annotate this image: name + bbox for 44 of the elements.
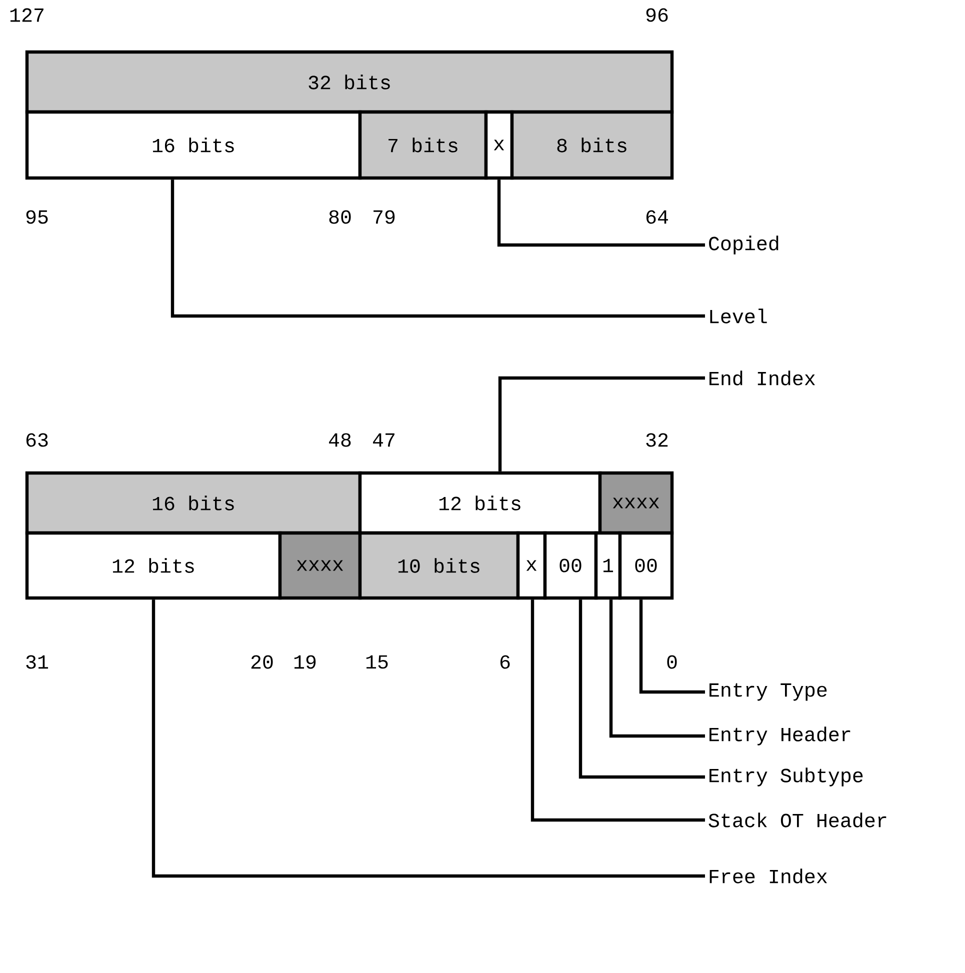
bit-field: 8 bits bbox=[510, 110, 674, 180]
bit-number: 79 bbox=[374, 210, 395, 224]
bit-field: 7 bits bbox=[358, 110, 488, 180]
bit-field: xxxx bbox=[598, 471, 674, 535]
bit-field: xxxx bbox=[278, 531, 362, 600]
bit-number: 64 bbox=[646, 210, 668, 224]
bit-number: 95 bbox=[26, 210, 48, 224]
leader-line bbox=[639, 600, 705, 694]
bit-number: 127 bbox=[10, 8, 44, 22]
bit-field: 16 bits bbox=[25, 471, 362, 535]
bit-field: 12 bits bbox=[25, 531, 282, 600]
bit-number: 96 bbox=[646, 8, 668, 22]
bit-field: 10 bits bbox=[358, 531, 520, 600]
leader-line bbox=[152, 600, 705, 878]
bit-field: x bbox=[516, 531, 547, 600]
bit-field: x bbox=[484, 110, 514, 180]
field-label: Free Index bbox=[710, 868, 827, 884]
bit-number: 32 bbox=[646, 433, 668, 447]
leader-line bbox=[170, 180, 705, 318]
bit-number: 6 bbox=[500, 655, 510, 669]
bit-number: 20 bbox=[251, 655, 273, 669]
bit-number: 48 bbox=[329, 433, 351, 447]
leader-line bbox=[578, 600, 705, 779]
field-label: Stack OT Header bbox=[708, 812, 886, 828]
bit-number: 0 bbox=[667, 655, 677, 669]
bit-number: 15 bbox=[366, 655, 388, 669]
leader-line bbox=[497, 180, 705, 247]
field-label: End Index bbox=[710, 370, 815, 386]
leader-line bbox=[498, 376, 705, 472]
bit-number: 63 bbox=[26, 433, 48, 447]
field-label: Level bbox=[710, 308, 767, 324]
bit-field: 00 bbox=[543, 531, 598, 600]
bit-number: 19 bbox=[294, 655, 316, 669]
field-label: Entry Type bbox=[710, 683, 827, 701]
bit-field: 1 bbox=[594, 531, 622, 600]
bit-number: 47 bbox=[373, 433, 394, 447]
field-label: Entry Header bbox=[710, 726, 850, 746]
bit-number: 80 bbox=[329, 210, 351, 224]
field-label: Entry Subtype bbox=[710, 768, 863, 786]
leader-line bbox=[609, 600, 705, 738]
field-label: Copied bbox=[709, 236, 778, 254]
bit-field: 16 bits bbox=[25, 110, 362, 180]
bit-number: 31 bbox=[26, 655, 48, 669]
leader-line bbox=[530, 600, 705, 822]
